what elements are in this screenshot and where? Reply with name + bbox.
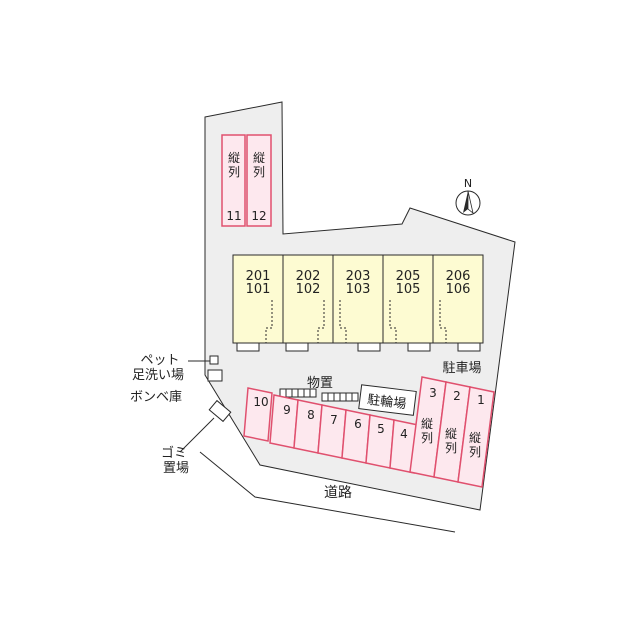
vertical-char: 列 [469, 445, 481, 459]
parking-lot-label: 駐車場 [442, 361, 481, 376]
pet-footwash: ペット 足洗い場 [132, 353, 219, 383]
storage-sheds: 物置 [279, 376, 359, 402]
vertical-char: 縦 [445, 427, 457, 441]
parking-space-1: 1 縦列 [457, 386, 495, 488]
svg-text:1: 1 [477, 393, 485, 407]
vertical-char: 列 [228, 165, 240, 179]
svg-text:206: 206 [446, 269, 471, 284]
vertical-char: 縦 [469, 431, 481, 445]
parking-space-7: 7 [317, 404, 347, 459]
svg-text:7: 7 [330, 413, 338, 427]
svg-text:8: 8 [307, 408, 315, 422]
garbage-label-2: 置場 [163, 461, 189, 476]
svg-text:203: 203 [346, 269, 371, 284]
svg-text:202: 202 [296, 269, 321, 284]
parking-num-12: 12 [251, 209, 266, 223]
bicycle-parking: 駐輪場 [358, 384, 417, 416]
pet-label-1: ペット [140, 353, 179, 368]
vertical-char: 列 [253, 165, 265, 179]
vertical-char: 縦 [421, 417, 433, 431]
svg-text:縦列: 縦列 [228, 151, 240, 179]
svg-text:201: 201 [246, 269, 271, 284]
svg-text:縦列: 縦列 [469, 431, 481, 459]
svg-text:2: 2 [453, 389, 461, 403]
bottom-parking: 10 9 8 7 6 5 4 3 縦列 [243, 376, 495, 488]
svg-text:9: 9 [283, 403, 291, 417]
parking-space-12 [246, 134, 272, 227]
road-line [199, 451, 456, 533]
vertical-char: 列 [421, 431, 433, 445]
gas-storage: ボンベ庫 [130, 369, 223, 405]
parking-num-11: 11 [226, 209, 241, 223]
parking-space-9: 9 [269, 394, 299, 449]
svg-text:105: 105 [396, 282, 421, 297]
parking-space-8: 8 [293, 399, 323, 454]
svg-text:4: 4 [400, 427, 408, 441]
building-205-105: 205 105 [382, 254, 434, 352]
vertical-char: 列 [445, 441, 457, 455]
storage-label: 物置 [307, 376, 333, 391]
garbage-label-1: ゴミ [161, 445, 187, 461]
svg-text:3: 3 [429, 386, 437, 400]
pet-label-2: 足洗い場 [132, 368, 184, 383]
road-label: 道路 [324, 485, 352, 501]
top-parking: 縦列 縦列 11 12 [221, 134, 272, 227]
building-203-103: 203 103 [332, 254, 384, 352]
apartment-buildings: 201 101 202 102 203 103 205 105 [232, 254, 484, 352]
north-arrow-icon: N [455, 177, 481, 216]
svg-text:102: 102 [296, 282, 321, 297]
svg-text:6: 6 [354, 417, 362, 431]
building-201-101: 201 101 [232, 254, 284, 352]
svg-text:縦列: 縦列 [421, 417, 433, 445]
svg-text:101: 101 [246, 282, 271, 297]
svg-text:縦列: 縦列 [445, 427, 457, 455]
north-label: N [464, 177, 472, 190]
vertical-char: 縦 [228, 151, 240, 165]
vertical-char: 縦 [253, 151, 265, 165]
svg-text:5: 5 [377, 422, 385, 436]
building-206-106: 206 106 [432, 254, 484, 352]
svg-text:106: 106 [446, 282, 471, 297]
parking-space-10: 10 [243, 387, 273, 442]
garbage-area: ゴミ 置場 [161, 399, 232, 476]
building-202-102: 202 102 [282, 254, 334, 352]
parking-space-11 [221, 134, 246, 227]
svg-text:205: 205 [396, 269, 421, 284]
parking-space-5: 5 [365, 414, 395, 469]
bicycle-label: 駐輪場 [366, 392, 407, 413]
svg-text:縦列: 縦列 [253, 151, 265, 179]
svg-text:103: 103 [346, 282, 371, 297]
parking-space-6: 6 [341, 409, 371, 464]
gas-label: ボンベ庫 [130, 390, 182, 405]
svg-text:10: 10 [253, 395, 268, 409]
